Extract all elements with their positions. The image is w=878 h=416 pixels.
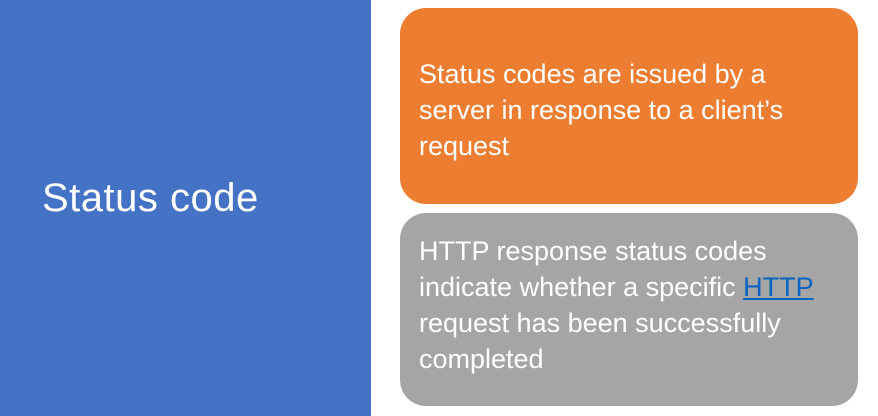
- http-status-text-before-link: HTTP response status codes indicate whet…: [419, 236, 767, 302]
- http-link[interactable]: HTTP: [743, 272, 814, 302]
- http-status-codes-box: HTTP response status codes indicate whet…: [400, 213, 858, 406]
- status-codes-issued-text: Status codes are issued by a server in r…: [419, 59, 784, 161]
- http-status-text-after-link: request has been successfully completed: [419, 308, 781, 374]
- slide-title: Status code: [42, 175, 259, 220]
- title-panel: Status code: [0, 0, 371, 416]
- status-codes-issued-box: Status codes are issued by a server in r…: [400, 8, 858, 204]
